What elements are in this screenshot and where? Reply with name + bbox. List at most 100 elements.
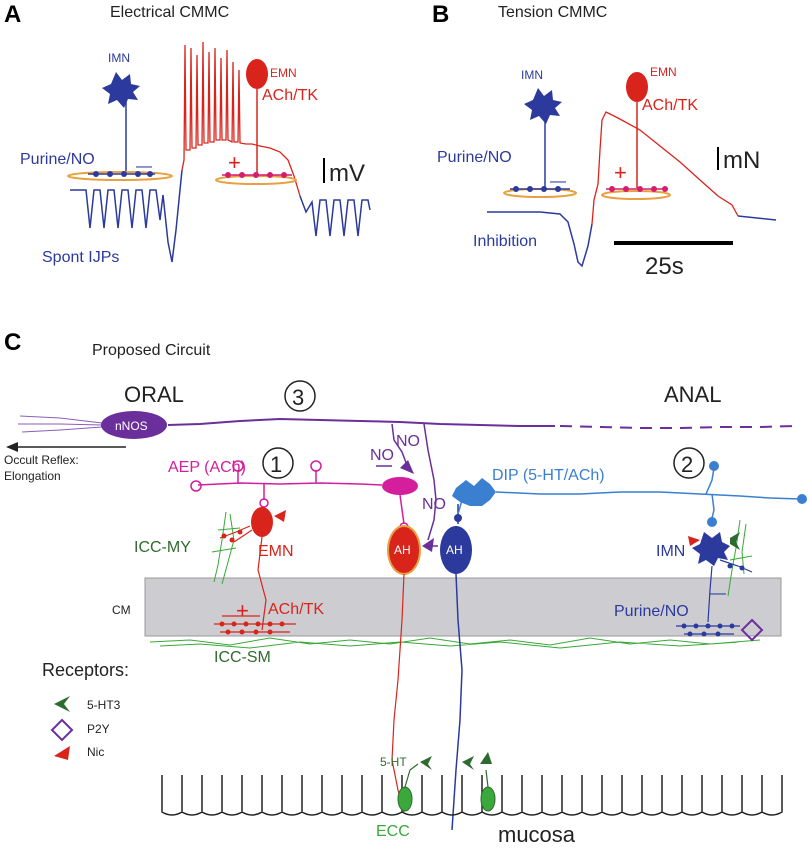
mn-scale-label: mN: [723, 147, 760, 174]
ht3-receptor-imn: [730, 532, 740, 550]
emn-axon-c: [257, 536, 267, 631]
nnos-axon: [167, 417, 555, 427]
ecc-cell-1: [397, 786, 413, 812]
panel-b-minus: —: [550, 173, 566, 190]
ecc-arrow-2: [485, 769, 489, 788]
panel-b-letter: B: [432, 1, 449, 28]
ah2-neuron: [440, 526, 472, 574]
dip-branch-down: [711, 493, 715, 519]
num-3: 3: [292, 385, 304, 410]
aep-terminal-2: [232, 460, 244, 472]
mucosa-label: mucosa: [498, 822, 576, 847]
ah2-axon: [451, 573, 463, 831]
receptors-title: Receptors:: [42, 660, 129, 680]
imn-neuron-c: [692, 532, 730, 566]
nnos-label: nNOS: [115, 419, 148, 433]
circle-2: [673, 447, 705, 479]
panel-a-minus: —: [136, 158, 152, 175]
icc-ellipse-b2: [601, 190, 671, 200]
emn-neuron-icon: [246, 59, 268, 89]
no-branch-right: [423, 423, 437, 541]
panel-a-letter: A: [4, 1, 21, 28]
nnos-dendrites: [18, 415, 103, 433]
varicosities-b1: [513, 186, 561, 192]
ht3-receptor-ecc-2: [462, 756, 474, 770]
imn-neuron-icon-b: [524, 88, 562, 124]
panel-c-letter: C: [4, 329, 21, 356]
nic-receptor-emn: [274, 510, 286, 522]
ht5-label: 5-HT: [380, 755, 407, 769]
aep-terminal-3: [310, 460, 322, 472]
circle-3: [284, 380, 316, 412]
emn-neuron-icon-b: [626, 72, 648, 102]
no-label-low: NO: [422, 496, 446, 513]
num-1: 1: [270, 452, 282, 477]
tension-trace-blue: [487, 211, 593, 268]
nnos-neuron: [101, 411, 167, 439]
ecc-cell-2: [480, 786, 496, 812]
nic-receptor-imn: [688, 536, 700, 546]
icc-my-label: ICC-MY: [134, 539, 191, 556]
no-branch-left: [391, 423, 409, 469]
icc-my-network: [211, 511, 241, 585]
occult-label-2: Elongation: [4, 469, 61, 483]
cm-label: CM: [112, 603, 131, 617]
circle-1: [262, 447, 294, 479]
aep-label: AEP (ACh): [168, 459, 246, 476]
varicosities-a1: [93, 171, 153, 177]
ecc-label: ECC: [376, 823, 410, 840]
dip-label: DIP (5-HT/ACh): [492, 467, 605, 484]
ah1-label: AH: [394, 543, 411, 557]
ecc-arrow-1: [404, 763, 419, 788]
receptor-p2y-label: P2Y: [87, 722, 110, 736]
dip-terminal-end: [797, 494, 807, 504]
dip-branch-up: [705, 467, 715, 495]
panel-b: B Tension CMMC IMN Purine/NO — EMN ACh/T…: [432, 1, 777, 280]
dip-to-ah2: [457, 499, 463, 515]
panel-a: A Electrical CMMC IMN Purine/NO — Spont …: [4, 1, 371, 266]
panel-a-purine-label: Purine/NO: [20, 151, 95, 168]
receptor-nic-label: Nic: [87, 745, 104, 759]
ah1-axon: [391, 573, 405, 813]
dip-terminal-down: [707, 517, 717, 527]
tension-trace-red: [591, 111, 739, 225]
panel-a-imn-label: IMN: [108, 51, 130, 65]
panel-c-title: Proposed Circuit: [92, 342, 211, 359]
imn-cm-varicosities: [681, 623, 735, 637]
ah2-terminal: [454, 514, 462, 522]
time-scale-label: 25s: [645, 253, 684, 280]
varicosities-b2: [609, 186, 668, 192]
no-label-top: NO: [396, 433, 420, 450]
icc-sm-network: [149, 637, 761, 649]
ht3-receptor-icon: [54, 696, 70, 712]
occult-label-1: Occult Reflex:: [4, 453, 79, 467]
ach-tk-c: ACh/TK: [268, 601, 324, 618]
spont-ijp-trace-right: [299, 195, 371, 237]
no-arrowhead-right: [422, 538, 434, 552]
emn-varicosities-c: [221, 529, 243, 543]
oral-label: ORAL: [124, 382, 184, 407]
ah2-label: AH: [446, 543, 463, 557]
cm-layer: [144, 577, 782, 637]
panel-b-title: Tension CMMC: [498, 4, 607, 21]
minus-c: —: [710, 585, 726, 602]
nnos-axon-dashed: [559, 425, 796, 429]
panel-a-title: Electrical CMMC: [110, 4, 229, 21]
emn-cm-varicosities: [219, 621, 285, 635]
ah1-to-aep: [399, 494, 405, 525]
tension-trace-tail: [737, 215, 777, 221]
cmmc-burst-trace: [181, 41, 301, 197]
dip-axon: [495, 491, 801, 500]
icc-ellipse-a1: [67, 171, 173, 181]
inhibition-label: Inhibition: [473, 233, 537, 250]
mv-scale-label: mV: [329, 160, 365, 187]
panel-b-ach-label: ACh/TK: [642, 97, 698, 114]
receptor-5ht3-label: 5-HT3: [87, 698, 121, 712]
mucosa-epithelium: [161, 775, 783, 816]
num-2: 2: [681, 452, 693, 477]
spont-ijps-label: Spont IJPs: [42, 249, 119, 266]
ht3-receptor-ecc-3: [480, 752, 492, 764]
occult-arrow-head: [6, 442, 18, 452]
plus-c: +: [236, 598, 249, 623]
